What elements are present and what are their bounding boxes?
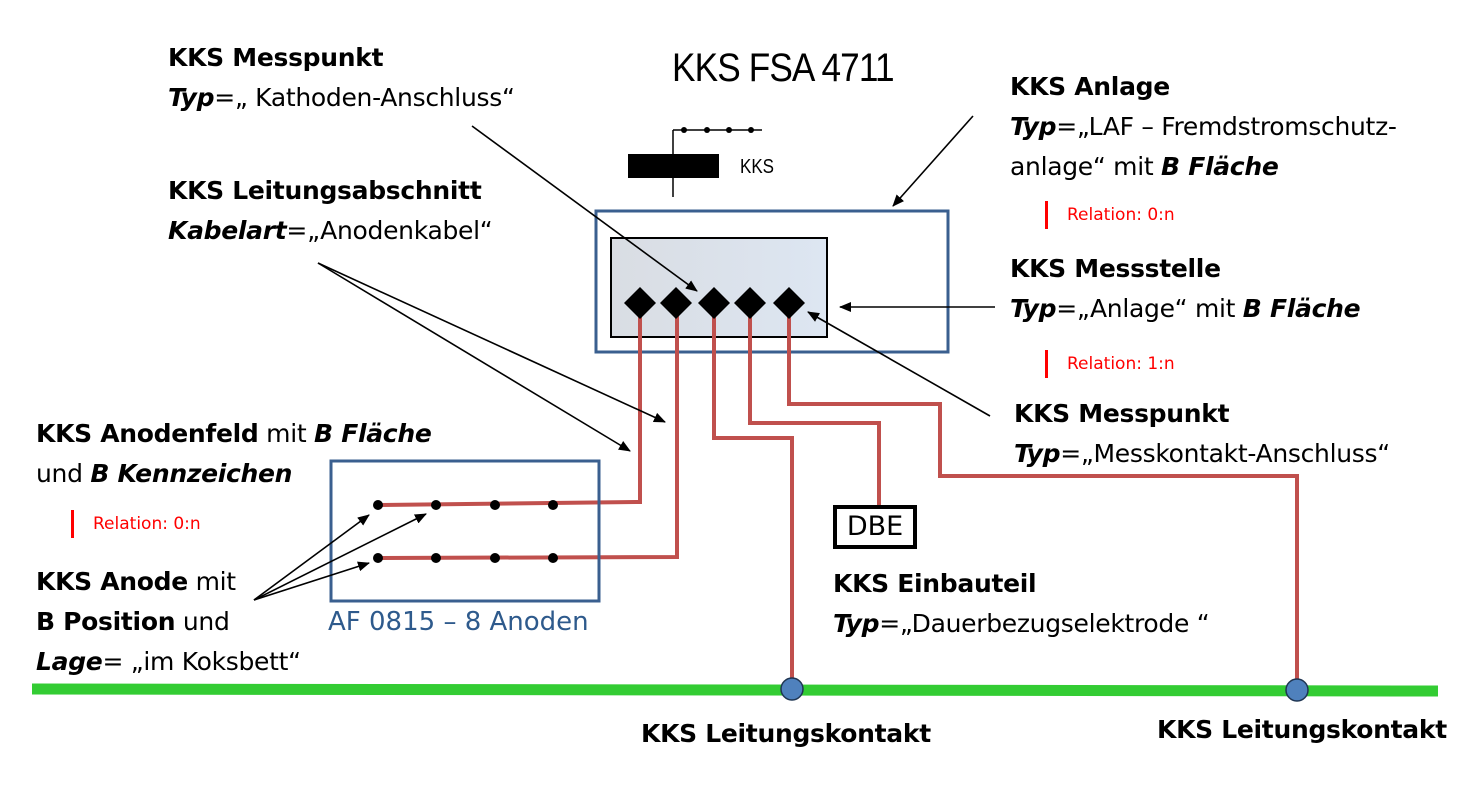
attr-typ: Typ xyxy=(1010,112,1057,141)
label-leitungskontakt-2: KKS Leitungskontakt xyxy=(1157,715,1447,744)
anode xyxy=(490,500,500,510)
relation-anodenfeld: Relation: 0:n xyxy=(93,514,201,534)
label-leitungskontakt-1: KKS Leitungskontakt xyxy=(641,719,931,748)
cable-wires xyxy=(377,304,1299,690)
arrow-cable-2 xyxy=(317,262,631,452)
attr-typ: Typ xyxy=(168,83,215,112)
attr-b-flaeche: B Fläche xyxy=(1161,152,1279,181)
attr-value: =„Anodenkabel“ xyxy=(286,216,493,245)
label-anlage: KKS Anlage Typ=„LAF – Fremdstromschutz- … xyxy=(1010,67,1397,187)
label-einbauteil: KKS Einbauteil Typ=„Dauerbezugselektrode… xyxy=(833,564,1210,644)
anode-title: KKS Anode xyxy=(36,567,188,596)
attr-typ: Typ xyxy=(833,609,880,638)
anode xyxy=(373,500,383,510)
messpunkt-2 xyxy=(660,287,692,319)
wire-dbe xyxy=(748,304,881,505)
wire-pipe-contact-1 xyxy=(712,304,794,690)
pipe-contact-1 xyxy=(780,677,804,701)
arrow-kathoden-anschluss xyxy=(471,125,698,292)
attr-kabelart: Kabelart xyxy=(168,216,287,245)
text: mit xyxy=(187,567,237,596)
wire-anode-row-1 xyxy=(377,304,642,507)
anodenfeld-name: AF 0815 – 8 Anoden xyxy=(328,607,589,637)
messpunkt-3 xyxy=(698,287,730,319)
messstelle-title: KKS Messstelle xyxy=(1010,254,1221,283)
relation-anlage: Relation: 0:n xyxy=(1067,205,1175,225)
label-messpunkt-messkontakt: KKS Messpunkt Typ=„Messkontakt-Anschluss… xyxy=(1014,394,1390,474)
messpunkt-4 xyxy=(734,287,766,319)
arrow-anode-2 xyxy=(253,513,427,601)
symbol-label: KKS xyxy=(740,156,775,178)
attr-value: =„ Kathoden-Anschluss“ xyxy=(214,83,515,112)
anode xyxy=(490,553,500,563)
attr-lage: Lage xyxy=(36,647,103,676)
attr-value-cont: anlage“ mit xyxy=(1010,152,1162,181)
anlage-frame xyxy=(594,209,950,354)
text: und xyxy=(175,607,230,636)
diagram-title: KKS FSA 4711 xyxy=(672,46,895,90)
attr-value: =„LAF – Fremdstromschutz- xyxy=(1056,112,1397,141)
messpunkte xyxy=(624,287,805,319)
anode xyxy=(431,553,441,563)
anode xyxy=(373,553,383,563)
text: und xyxy=(36,459,91,488)
anode xyxy=(431,500,441,510)
anlage-title: KKS Anlage xyxy=(1010,72,1170,101)
attr-b-flaeche: B Fläche xyxy=(314,419,432,448)
arrow-anode-1 xyxy=(253,514,370,601)
attr-value: =„Messkontakt-Anschluss“ xyxy=(1060,439,1390,468)
messpunkt-5 xyxy=(773,287,805,319)
arrow-cable-1 xyxy=(317,262,666,423)
messpunkt-kathode-title: KKS Messpunkt xyxy=(168,43,384,72)
attr-b-position: B Position xyxy=(36,607,176,636)
label-messpunkt-kathode: KKS Messpunkt Typ=„ Kathoden-Anschluss“ xyxy=(168,38,515,118)
leitungsabschnitt-title: KKS Leitungsabschnitt xyxy=(168,176,482,205)
label-messstelle: KKS Messstelle Typ=„Anlage“ mit B Fläche xyxy=(1010,249,1361,329)
text: mit xyxy=(258,419,315,448)
attr-typ: Typ xyxy=(1014,439,1061,468)
pipe-contact-2 xyxy=(1285,678,1309,702)
anode xyxy=(548,500,558,510)
attr-value: = „im Koksbett“ xyxy=(102,647,301,676)
label-leitungsabschnitt: KKS Leitungsabschnitt Kabelart=„Anodenka… xyxy=(168,171,493,251)
attr-b-kennzeichen: B Kennzeichen xyxy=(90,459,293,488)
arrow-messkontakt xyxy=(807,311,991,417)
pointer-arrows xyxy=(253,115,995,601)
anode xyxy=(548,553,558,563)
wire-anode-row-2 xyxy=(377,304,679,560)
relation-messstelle: Relation: 1:n xyxy=(1067,354,1175,374)
label-anodenfeld: KKS Anodenfeld mit B Fläche und B Kennze… xyxy=(36,414,432,494)
attr-typ: Typ xyxy=(1010,294,1057,323)
dbe-box: DBE xyxy=(833,505,917,549)
relation-bar xyxy=(1045,201,1048,229)
wire-pipe-contact-2 xyxy=(787,304,1299,690)
pipeline xyxy=(31,683,1439,697)
messpunkt-messkontakt-title: KKS Messpunkt xyxy=(1014,399,1230,428)
relation-bar xyxy=(71,510,74,538)
relation-bar xyxy=(1045,350,1048,378)
attr-value: =„Anlage“ mit xyxy=(1056,294,1243,323)
messpunkt-1 xyxy=(624,287,656,319)
anodes xyxy=(373,500,558,563)
arrow-anode-3 xyxy=(253,561,370,601)
attr-value: =„Dauerbezugselektrode “ xyxy=(879,609,1210,638)
messstelle-box xyxy=(610,237,828,338)
kks-rectifier-symbol xyxy=(628,127,762,197)
attr-b-flaeche: B Fläche xyxy=(1242,294,1361,323)
arrow-anlage xyxy=(892,115,974,207)
einbauteil-title: KKS Einbauteil xyxy=(833,569,1037,598)
anodenfeld-title: KKS Anodenfeld xyxy=(36,419,259,448)
anodenfeld-frame xyxy=(329,459,601,603)
label-anode: KKS Anode mit B Position und Lage= „im K… xyxy=(36,562,301,682)
